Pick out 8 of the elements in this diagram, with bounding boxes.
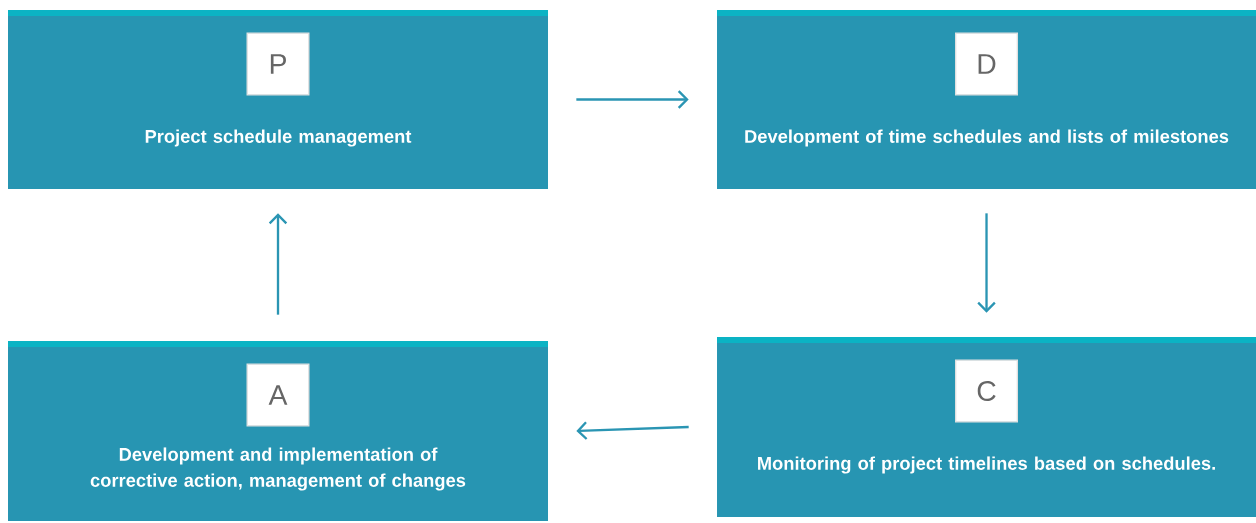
arrow: [576, 90, 689, 109]
arrow: [977, 213, 996, 313]
arrow: [576, 421, 689, 440]
letter-box: D: [955, 32, 1018, 96]
letter-box: A: [246, 363, 310, 427]
letter-box: C: [955, 359, 1018, 423]
letter-box: P: [246, 32, 310, 96]
arrow: [268, 213, 288, 315]
